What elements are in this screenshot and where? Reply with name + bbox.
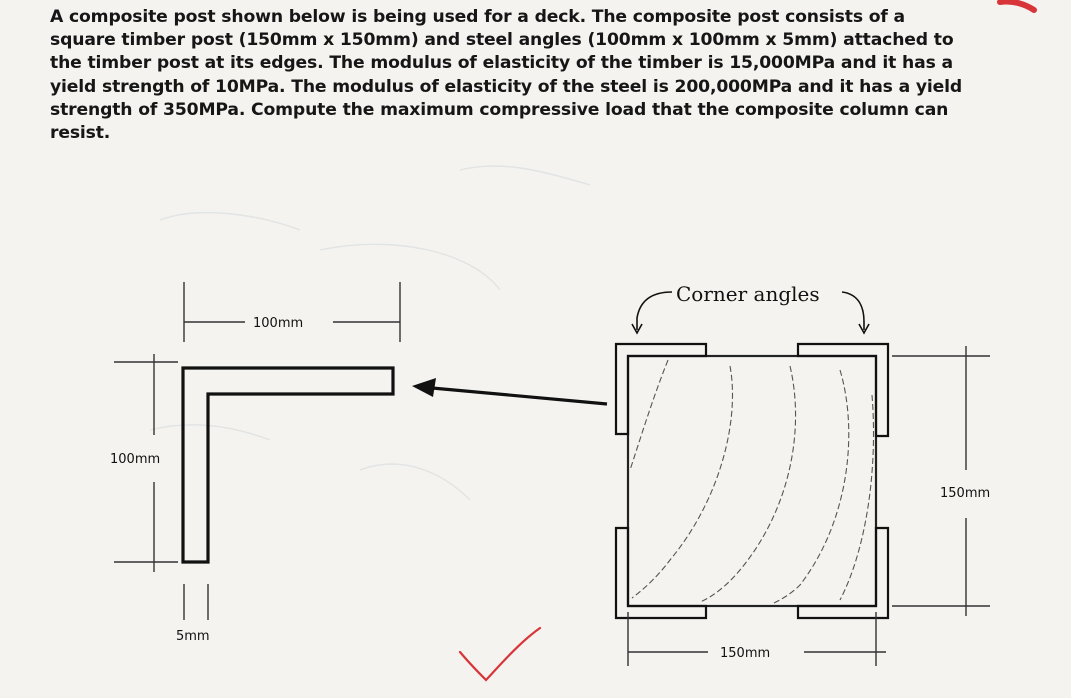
wood-grain xyxy=(629,359,875,605)
dim-vertical-label: 100mm xyxy=(110,452,160,467)
dim-section-width xyxy=(627,612,886,666)
corner-angle-bottom-left xyxy=(614,526,708,620)
problem-line-4: yield strength of 10MPa. The modulus of … xyxy=(50,76,963,97)
corner-angles-label: Corner angles xyxy=(676,282,820,306)
red-corner-mark xyxy=(997,0,1037,13)
corner-angle-bottom-right xyxy=(796,526,890,620)
problem-line-6: resist. xyxy=(50,123,111,144)
dim-thickness-label: 5mm xyxy=(176,629,210,644)
dim-horizontal xyxy=(183,282,401,342)
problem-line-5: strength of 350MPa. Compute the maximum … xyxy=(50,99,949,120)
angle-detail: 100mm 100mm 5mm xyxy=(110,282,608,644)
dim-section-width-label: 150mm xyxy=(720,646,770,661)
paper-smudges xyxy=(149,165,591,501)
callout-brackets xyxy=(631,291,870,335)
problem-statement: A composite post shown below is being us… xyxy=(50,6,1035,145)
timber-post xyxy=(626,354,878,608)
composite-section: Corner angles xyxy=(614,282,990,666)
dim-vertical xyxy=(114,354,178,572)
dim-thickness xyxy=(183,584,209,620)
dim-section-height xyxy=(892,346,990,616)
dim-horizontal-label: 100mm xyxy=(253,316,303,331)
problem-line-1: A composite post shown below is being us… xyxy=(50,7,905,27)
problem-line-3: the timber post at its edges. The modulu… xyxy=(50,53,953,74)
problem-line-2: square timber post (150mm x 150mm) and s… xyxy=(50,30,954,51)
pointer-arrow xyxy=(412,378,608,406)
corner-angle-top-left xyxy=(614,342,708,436)
corner-angle-top-right xyxy=(796,342,890,438)
steel-angle-shape xyxy=(181,366,395,564)
dim-section-height-label: 150mm xyxy=(940,486,990,501)
red-check-mark xyxy=(458,626,542,682)
